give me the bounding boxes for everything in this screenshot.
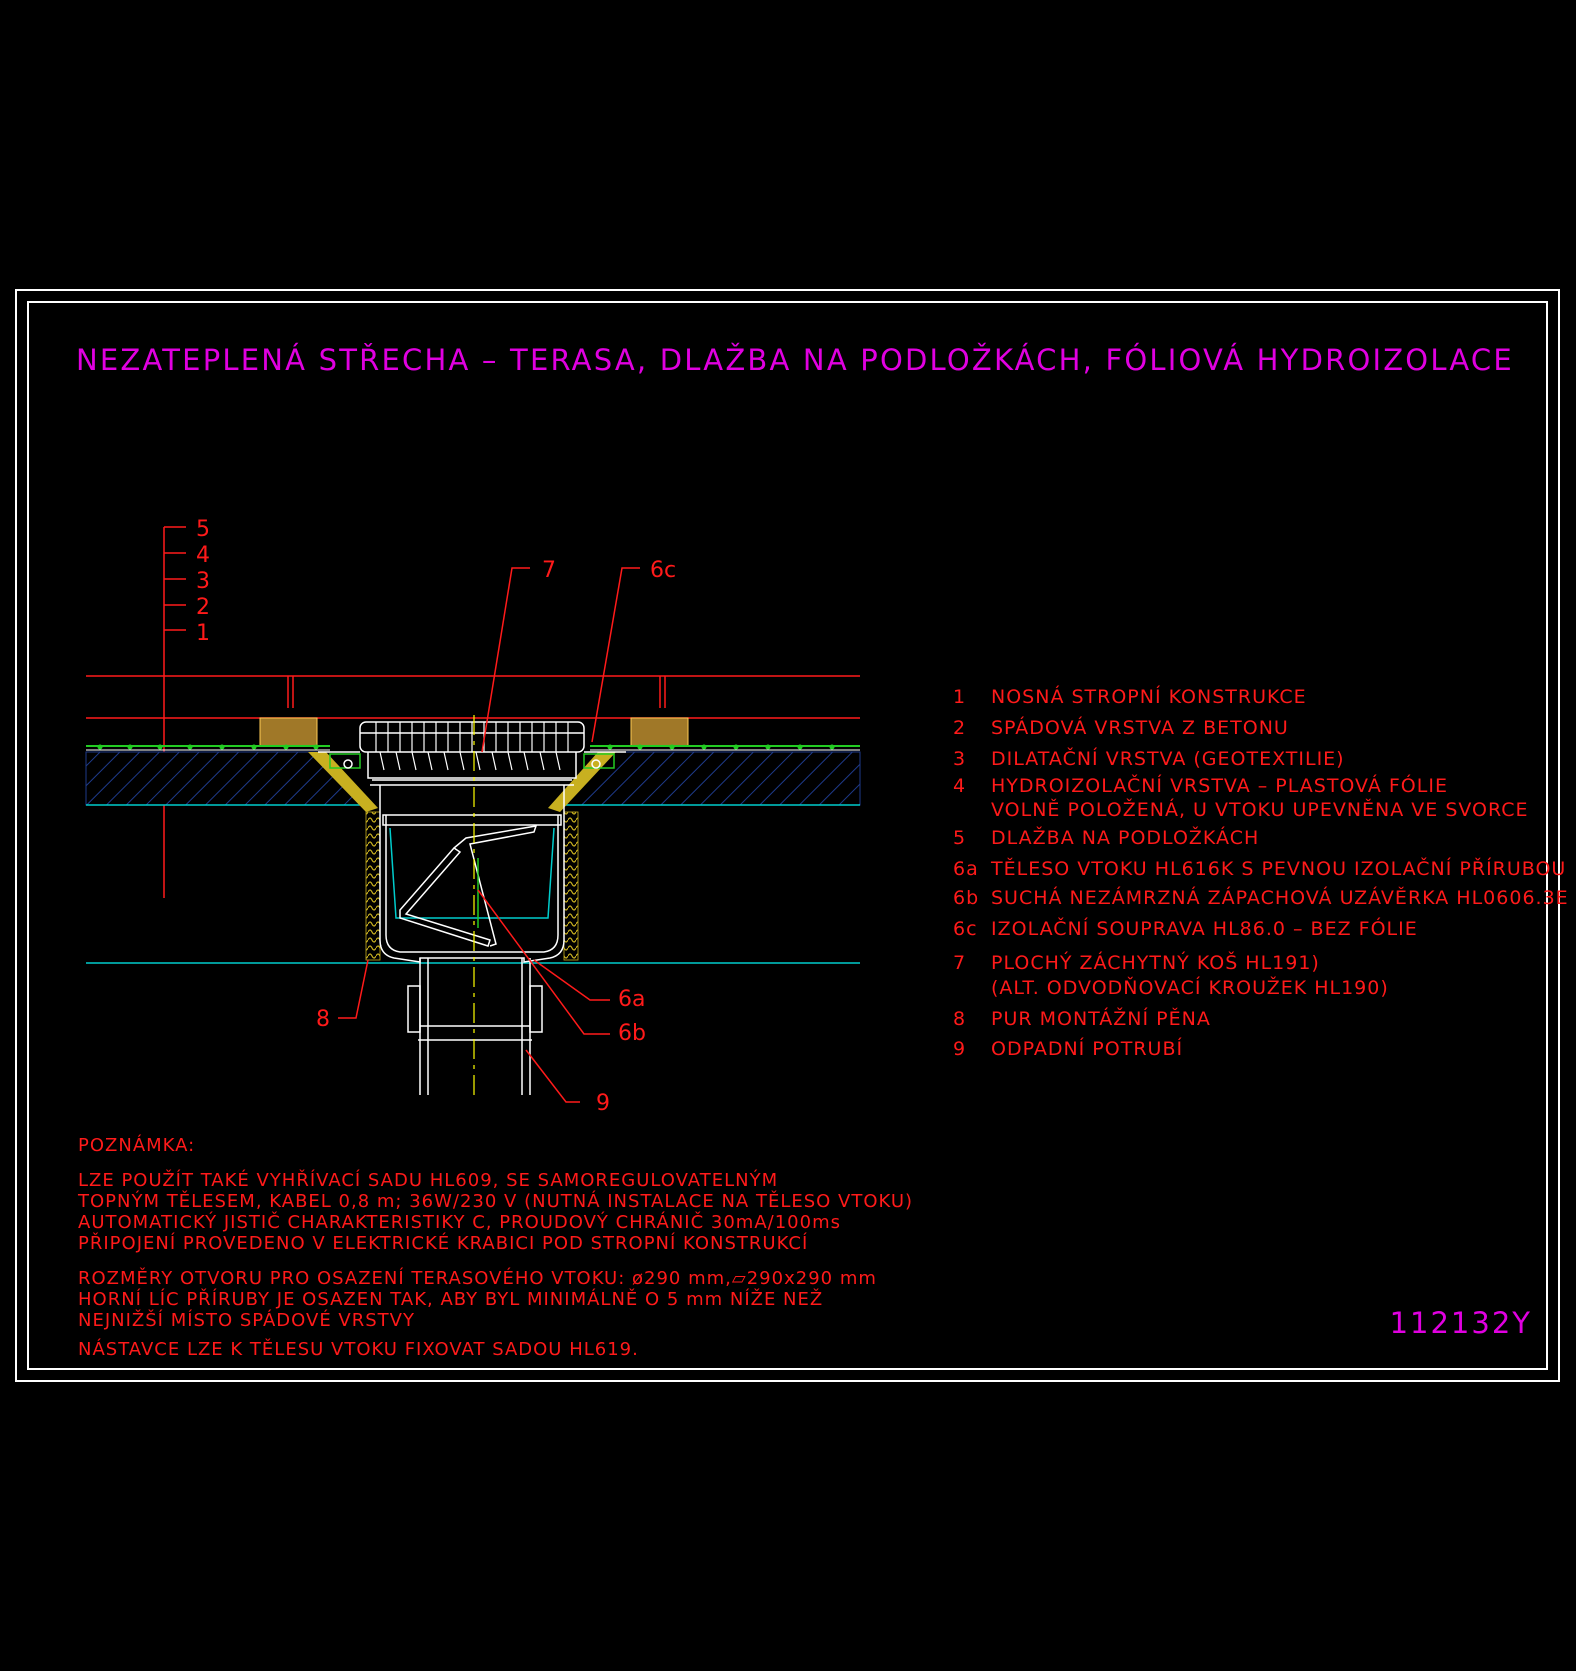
callout-layer-1: 1 (196, 621, 210, 646)
callout-6c: 6c (650, 558, 676, 583)
drawing-title: NEZATEPLENÁ STŘECHA – TERASA, DLAŽBA NA … (76, 343, 1514, 377)
odour-trap (399, 825, 538, 947)
part-callouts (338, 567, 640, 1103)
paver-pad (259, 717, 318, 747)
clamp-ring (318, 751, 626, 769)
callout-layer-4: 4 (196, 543, 210, 568)
notes-heading: POZNÁMKA: (78, 1135, 196, 1156)
drawing-frame-inner (27, 301, 1548, 1370)
drawing-frame-outer (15, 289, 1560, 1382)
paver-pad (630, 717, 689, 747)
notes: POZNÁMKA: LZE POUŽÍT TAKÉ VYHŘÍVACÍ SADU… (78, 1135, 913, 1360)
pur-foam (365, 811, 579, 961)
notes-line: NEJNIŽŠÍ MÍSTO SPÁDOVÉ VRSTVY (78, 1310, 415, 1331)
drawing-code: 112132Y (1389, 1306, 1532, 1340)
callout-layer-3: 3 (196, 569, 210, 594)
layer-callouts: 5 4 3 2 1 (163, 517, 210, 898)
callout-layer-2: 2 (196, 595, 210, 620)
callout-7: 7 (542, 558, 556, 583)
slope-concrete-layer (85, 751, 861, 812)
notes-line: LZE POUŽÍT TAKÉ VYHŘÍVACÍ SADU HL609, SE… (78, 1170, 779, 1191)
callout-layer-5: 5 (196, 517, 210, 542)
paving-layer (86, 675, 860, 747)
callout-9: 9 (596, 1091, 610, 1116)
notes-line: HORNÍ LÍC PŘÍRUBY JE OSAZEN TAK, ABY BYL… (78, 1289, 824, 1310)
membrane-layer (86, 744, 860, 751)
callout-6b: 6b (618, 1021, 646, 1046)
callout-6a: 6a (618, 987, 645, 1012)
notes-line: PŘIPOJENÍ PROVEDENO V ELEKTRICKÉ KRABICI… (78, 1233, 809, 1254)
notes-line: ROZMĚRY OTVORU PRO OSAZENÍ TERASOVÉHO VT… (78, 1268, 877, 1289)
callout-8: 8 (316, 1007, 330, 1032)
drain-body (370, 779, 574, 963)
grating-basket (359, 721, 585, 779)
notes-line: TOPNÝM TĚLESEM, KABEL 0,8 m; 36W/230 V (… (78, 1191, 914, 1212)
notes-line: NÁSTAVCE LZE K TĚLESU VTOKU FIXOVAT SADO… (78, 1339, 639, 1360)
outlet-pipe (407, 958, 543, 1095)
notes-line: AUTOMATICKÝ JISTIČ CHARAKTERISTIKY C, PR… (78, 1212, 841, 1233)
